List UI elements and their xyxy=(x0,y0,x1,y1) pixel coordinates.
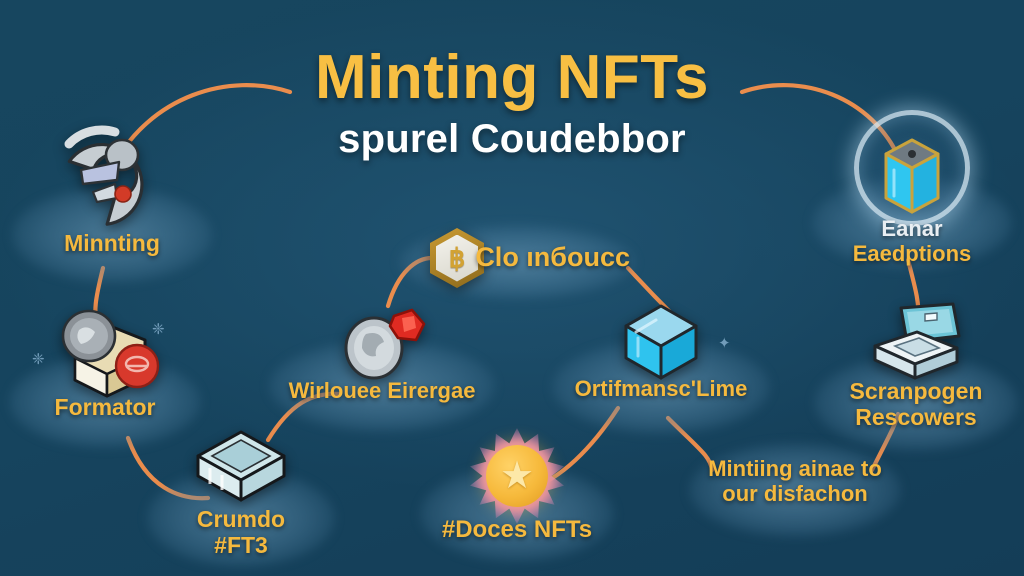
node-label-line2: #FT3 xyxy=(214,532,268,559)
node-label-line1: Crumdo xyxy=(196,506,286,532)
node-label-line1: Scranpogen xyxy=(849,378,983,404)
node-label-wirlouee: Wirlouee Eirergae xyxy=(289,378,476,403)
node-label-formator: Formator xyxy=(55,394,156,420)
node-formator[interactable]: ❈ ❈ Formator xyxy=(9,298,201,448)
node-label-line2: Eaedptions xyxy=(852,241,972,267)
burst-shape: ★ xyxy=(469,428,565,524)
sparkle-icon: ❈ xyxy=(152,321,165,338)
node-label-line2: Rescowers xyxy=(855,404,977,431)
burst-orb: ★ xyxy=(486,445,548,507)
bitcoin-symbol: ฿ xyxy=(436,234,478,282)
node-label-line2: our disfachon xyxy=(722,481,868,507)
sparkle-icon: ✦ xyxy=(718,335,731,352)
node-doces-nfts[interactable]: ★ #Doces NFTs xyxy=(420,428,614,562)
node-label-minting: Minnting xyxy=(64,230,160,256)
silver-coin-ruby-icon xyxy=(332,302,432,384)
glowing-orb-cube-icon xyxy=(850,110,974,232)
page-title: Minting NFTs xyxy=(315,43,709,112)
node-label-scranpogen: Scranpogen Rescowers xyxy=(850,378,983,430)
node-label-ortifmansc: Ortifmansc'Lime xyxy=(575,376,748,401)
node-ortifmansc-lime[interactable]: ✦ Ortifmansc'Lime xyxy=(552,298,770,434)
node-label-line1: Clo ınбoucc xyxy=(475,242,630,272)
node-label-doces: #Doces NFTs xyxy=(442,516,592,543)
bitcoin-hexagon-icon: ฿ xyxy=(430,228,484,288)
node-halo xyxy=(689,443,901,537)
node-clo-inbouce[interactable]: ฿ Clo ınбoucc xyxy=(398,222,636,302)
node-scranpogen-rescowers[interactable]: Scranpogen Rescowers xyxy=(814,302,1018,451)
node-label-line1: Ortifmansc'Lime xyxy=(574,376,748,401)
glass-crate-icon xyxy=(186,420,296,508)
node-minting-ainae[interactable]: Mintiing ainae to our disfachon xyxy=(689,440,901,540)
node-label-line1: Wirlouee Eirergae xyxy=(288,378,476,403)
node-label-minting-ainae: Mintiing ainae to our disfachon xyxy=(708,456,882,506)
star-burst-icon: ★ xyxy=(469,428,565,524)
node-label-eanar: Eanar Eaedptions xyxy=(853,216,972,266)
open-laptop-case-icon xyxy=(861,302,971,386)
node-eanar-eaedptions[interactable]: Eanar Eaedptions xyxy=(812,108,1012,270)
star-glyph: ★ xyxy=(499,455,535,497)
sparkle-icon: ❈ xyxy=(32,351,45,368)
open-box-coin-icon xyxy=(45,304,165,408)
node-crumdo-nfts[interactable]: Crumdo #FT3 xyxy=(147,420,335,567)
node-label-crumdo: Crumdo #FT3 xyxy=(197,506,285,558)
hexagon-shape: ฿ xyxy=(430,228,484,288)
node-label-line1: Minnting xyxy=(64,230,160,256)
page-subtitle: spurel Coudebbor xyxy=(338,117,686,162)
node-label-clo-inbouce: Clo ınбoucc xyxy=(475,242,630,273)
title-block: Minting NFTs spurel Coudebbor xyxy=(0,46,1024,162)
node-label-line1: Mintiing ainae to xyxy=(708,456,882,481)
node-label-line1: #Doces NFTs xyxy=(441,516,593,543)
node-wirlouee-eirergae[interactable]: Wirlouee Eirergae xyxy=(269,300,495,433)
cyan-cube-icon xyxy=(616,300,706,384)
node-label-line1: Eanar xyxy=(881,216,943,241)
node-label-line1: Formator xyxy=(54,394,156,420)
